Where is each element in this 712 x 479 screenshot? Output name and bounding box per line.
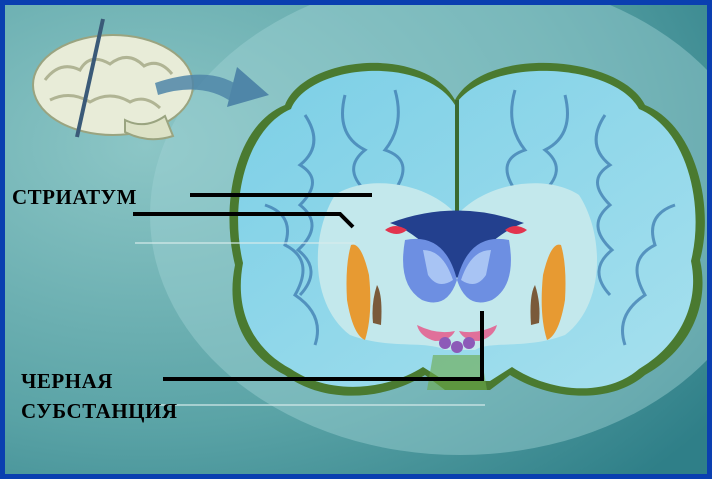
coronal-section-icon — [229, 63, 704, 396]
substantia-nigra-label-line2: СУБСТАНЦИЯ — [21, 401, 178, 422]
substantia-nigra-label-line1: ЧЕРНАЯ — [21, 371, 113, 392]
striatum-label: СТРИАТУМ — [12, 187, 137, 208]
